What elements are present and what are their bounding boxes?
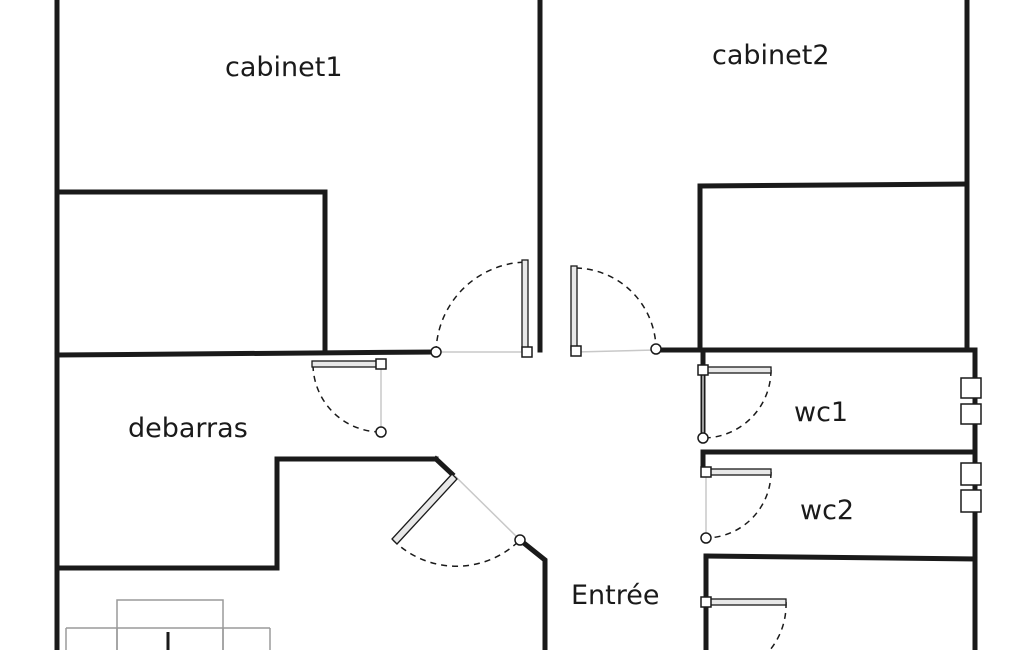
room-label-wc2: wc2 [800, 495, 854, 526]
debarras-door-strike [375, 426, 387, 438]
entree-door-swing [392, 539, 521, 567]
cabinet1-door [430, 259, 533, 358]
wc2-bottom-wall [703, 553, 978, 562]
entree-door-strike [514, 534, 526, 546]
room-label-cabinet2: cabinet2 [712, 40, 830, 71]
cabinet1-door-leaf [521, 259, 529, 351]
cabinet2-door-hinge [570, 345, 582, 357]
openings [380, 349, 707, 541]
cabinet1-closet-wall [54, 189, 328, 355]
cabinet2-closet-wall [697, 181, 970, 353]
wc2-vent-top [960, 462, 982, 486]
lower-right-door-hinge [700, 596, 712, 608]
debarras-door-jamb [432, 455, 456, 478]
room-label-cabinet1: cabinet1 [225, 52, 343, 83]
wc1-vent-top [960, 377, 982, 399]
room-labels: cabinet1 cabinet2 debarras wc1 wc2 Entré… [128, 40, 854, 611]
wc2-door-strike [700, 532, 712, 544]
debarras-door [311, 358, 387, 438]
cabinet1-door-hinge [521, 346, 533, 358]
lower-right-door-leaf [705, 598, 787, 606]
wc2-door-leaf [705, 468, 772, 476]
debarras-door-leaf [311, 360, 379, 368]
wc2-door-swing [705, 471, 772, 539]
room-label-entree: Entrée [571, 580, 660, 611]
wc1-door-leaf [702, 366, 772, 374]
cabinet2-door-leaf [570, 265, 578, 351]
wc1-door-swing [702, 369, 772, 439]
room-label-debarras: debarras [128, 413, 248, 444]
wc1-vent-bottom [960, 403, 982, 425]
lower-right-door-swing [769, 601, 787, 650]
cabinet2-door-strike [650, 343, 662, 355]
walls [54, 0, 978, 650]
room-label-wc1: wc1 [794, 397, 848, 428]
entree-door-opening [454, 475, 521, 541]
debarras-door-swing [312, 364, 382, 433]
cabinet2-door-swing [575, 267, 657, 349]
wc1-door-strike [697, 432, 709, 444]
wc2-vent-bottom [960, 489, 982, 513]
cabinet1-door-strike [430, 346, 442, 358]
lower-right-door [700, 596, 787, 650]
wc2-door [700, 466, 772, 544]
stair-landing [116, 599, 224, 650]
cabinet2-door [570, 265, 662, 357]
debarras-door-hinge [375, 358, 387, 370]
wc2-door-hinge [700, 466, 712, 478]
entree-door [391, 473, 526, 567]
cabinet1-door-swing [435, 261, 528, 353]
entree-left-wall [516, 536, 548, 650]
cabinet2-door-opening [575, 349, 657, 353]
entree-door-leaf [391, 473, 458, 545]
wc1-door-hinge [697, 364, 709, 376]
wc1-door [697, 364, 772, 444]
debarras-wall [54, 456, 384, 571]
cabinet1-bottom-wall [54, 349, 439, 358]
wc-vents [960, 377, 982, 513]
staircase [65, 599, 271, 650]
